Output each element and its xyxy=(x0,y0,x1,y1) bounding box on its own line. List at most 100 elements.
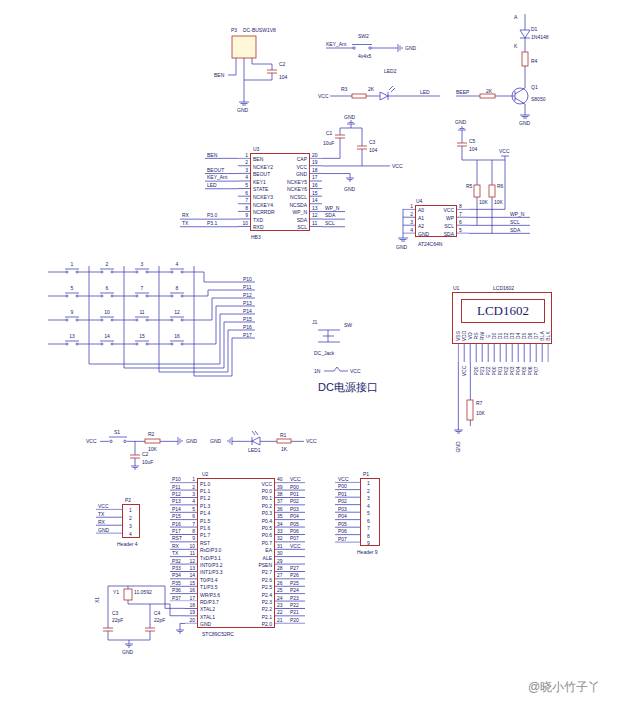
schematic-label: R4 xyxy=(531,58,537,64)
resistor-symbol xyxy=(474,185,480,197)
pin-name: NCKEY4 xyxy=(253,202,273,208)
pin-name: BEOUT xyxy=(253,171,270,177)
schematic-label: D6 xyxy=(527,333,533,339)
schematic-label: 30 xyxy=(277,550,283,556)
pin-name: GND xyxy=(418,231,429,237)
schematic-label: C2 xyxy=(279,61,285,67)
pin-name: 7 xyxy=(367,525,370,531)
schematic-label: VCC xyxy=(499,148,510,154)
pin-name: STATE xyxy=(253,186,268,192)
schematic-label: P25 xyxy=(290,580,299,586)
pin-name: WP_N xyxy=(293,209,307,215)
schematic-label: 19 xyxy=(189,609,195,615)
schematic-label: 8 xyxy=(176,285,179,291)
schematic-label: C2 xyxy=(142,451,148,457)
schematic-label: K xyxy=(514,43,517,49)
pin-name: P1.1 xyxy=(200,488,210,494)
schematic-label: GND xyxy=(455,119,466,125)
led-symbol xyxy=(380,92,388,100)
pin-name: KEY1 xyxy=(253,179,266,185)
potentiometer-symbol xyxy=(467,400,473,420)
schematic-label: 12 xyxy=(174,309,180,315)
pin-name: P0.7 xyxy=(262,540,272,546)
schematic-label: 10K xyxy=(494,199,503,205)
schematic-label: 7 xyxy=(141,285,144,291)
pin-name: P2.4 xyxy=(262,592,272,598)
schematic-label: 14 xyxy=(104,333,110,339)
schematic-label: SDA xyxy=(510,227,520,233)
wire xyxy=(456,14,530,118)
schematic-label: 10K xyxy=(479,199,488,205)
pin-name: P0.3 xyxy=(262,510,272,516)
schematic-label: R7 xyxy=(476,400,482,406)
schematic-label: P15 xyxy=(243,316,252,322)
schematic-label: P07 xyxy=(338,536,347,542)
switch-contact xyxy=(369,47,371,49)
wire xyxy=(228,58,272,105)
schematic-label: GND xyxy=(405,45,416,51)
schematic-label: 36 xyxy=(277,506,283,512)
wire xyxy=(330,86,440,100)
schematic-label: RS xyxy=(473,333,479,340)
resistor-symbol xyxy=(277,439,291,443)
schematic-label: P05 xyxy=(290,521,299,527)
schematic-label: J1 xyxy=(312,319,317,325)
schematic-label: 3 xyxy=(245,167,248,173)
schematic-label: P22 xyxy=(485,367,491,376)
schematic-label: P16 xyxy=(172,521,181,527)
schematic-label: P37 xyxy=(172,595,181,601)
pin-name: P1.0 xyxy=(200,481,210,487)
pin-name: 5 xyxy=(367,510,370,516)
schematic-label: P00 xyxy=(491,367,497,376)
schematic-label: GND xyxy=(519,120,530,126)
part-designator: U3 xyxy=(253,146,259,152)
schematic-label: 28 xyxy=(277,565,283,571)
schematic-label: 10 xyxy=(242,220,248,226)
schematic-label: D7 xyxy=(533,333,539,339)
schematic-label: 104 xyxy=(469,146,477,152)
schematic-label: P06 xyxy=(527,367,533,376)
schematic-label: P24 xyxy=(290,587,299,593)
schematic-label: 18 xyxy=(189,602,195,608)
schematic-label: 10K xyxy=(476,410,485,416)
schematic-label: VCC xyxy=(392,163,403,169)
schematic-label: 6 xyxy=(459,219,462,225)
schematic-label: 16 xyxy=(189,587,195,593)
schematic-label: 4 xyxy=(245,174,248,180)
schematic-label: 37 xyxy=(277,498,283,504)
schematic-label: SDA xyxy=(325,212,335,218)
schematic-label: P05 xyxy=(338,521,347,527)
pin-name: RST xyxy=(200,540,210,546)
schematic-label: P35 xyxy=(172,580,181,586)
part-label: U1 xyxy=(453,285,459,291)
schematic-label: 18 xyxy=(312,167,318,173)
schematic-label: P03 xyxy=(509,367,515,376)
pin-name: SCL xyxy=(444,223,454,229)
eeprom-chip: U4A0A1A2GNDVCCWPSCLSDAAT24C64N xyxy=(415,205,457,237)
schematic-label: GND xyxy=(122,649,133,655)
schematic-label: P3.0 xyxy=(207,212,217,218)
schematic-label: P13 xyxy=(172,498,181,504)
schematic-label: S8050 xyxy=(531,96,545,102)
schematic-label: 4 xyxy=(192,498,195,504)
watermark: @晓小竹子丫 xyxy=(528,680,600,694)
connector-body xyxy=(232,36,256,58)
schematic-label: LED2 xyxy=(384,68,397,74)
schematic-label: 3 xyxy=(410,219,413,225)
schematic-label: P16 xyxy=(243,324,252,330)
schematic-label: P01 xyxy=(290,491,299,497)
schematic-label: 23 xyxy=(277,602,283,608)
pin-name: GND xyxy=(200,621,211,627)
pin-name: RxD/P3.0 xyxy=(200,547,221,553)
schematic-label: P13 xyxy=(243,300,252,306)
switch-contact xyxy=(353,47,355,49)
schematic-label: VCC xyxy=(290,543,301,549)
schematic-label: 1 xyxy=(245,152,248,158)
keypad-wire xyxy=(48,266,255,376)
schematic-label: P11 xyxy=(243,284,252,290)
pin-name: P2.6 xyxy=(262,577,272,583)
switch-contact xyxy=(124,440,126,442)
led-symbol xyxy=(252,437,260,445)
schematic-label: 25 xyxy=(277,587,283,593)
part-designator: U4 xyxy=(416,198,422,204)
